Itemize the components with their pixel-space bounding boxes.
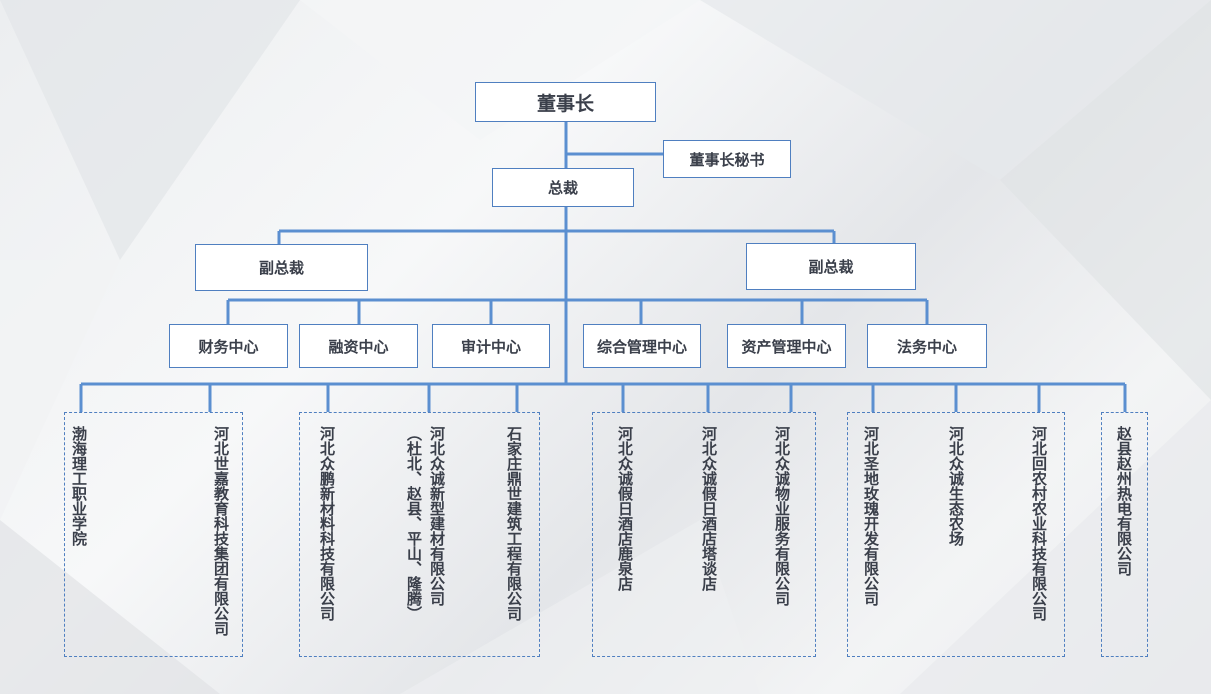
company-group-hospitality: [592, 412, 816, 657]
company-name: 河北回农村农业科技有限公司: [1030, 426, 1048, 621]
company-name: 河北众诚假日酒店鹿泉店: [616, 426, 634, 591]
company-name: 渤海理工职业学院: [70, 426, 88, 546]
company-name: 石家庄鼎世建筑工程有限公司: [505, 426, 523, 621]
company-name: 河北众诚物业服务有限公司: [773, 426, 791, 606]
vice-president-box: 副总裁: [746, 243, 916, 290]
company-name: 河北众诚新型建材有限公司: [428, 426, 446, 606]
company-name: 赵县赵州热电有限公司: [1115, 426, 1133, 576]
center-box: 融资中心: [299, 324, 418, 368]
president-box: 总裁: [492, 168, 634, 207]
center-box: 财务中心: [169, 324, 288, 368]
company-group-education: [64, 412, 243, 657]
company-name: 河北众诚生态农场: [947, 426, 965, 546]
company-name: 河北圣地玫瑰开发有限公司: [862, 426, 880, 606]
company-group-agriculture: [847, 412, 1065, 657]
center-box: 法务中心: [867, 324, 987, 368]
center-box: 综合管理中心: [583, 324, 701, 368]
center-box: 审计中心: [432, 324, 550, 368]
company-group-power: [1101, 412, 1148, 657]
company-name: 河北众诚假日酒店塔谈店: [700, 426, 718, 591]
company-name: 河北众鹏新材料科技有限公司: [318, 426, 336, 621]
chairman-box: 董事长: [475, 82, 656, 122]
company-name: 河北世嘉教育科技集团有限公司: [212, 426, 230, 636]
company-name: （杜北、赵县、平山、隆腾）: [405, 426, 423, 621]
vice-president-box: 副总裁: [195, 244, 368, 291]
center-box: 资产管理中心: [727, 324, 846, 368]
secretary-box: 董事长秘书: [663, 140, 791, 178]
company-group-materials: [299, 412, 540, 657]
